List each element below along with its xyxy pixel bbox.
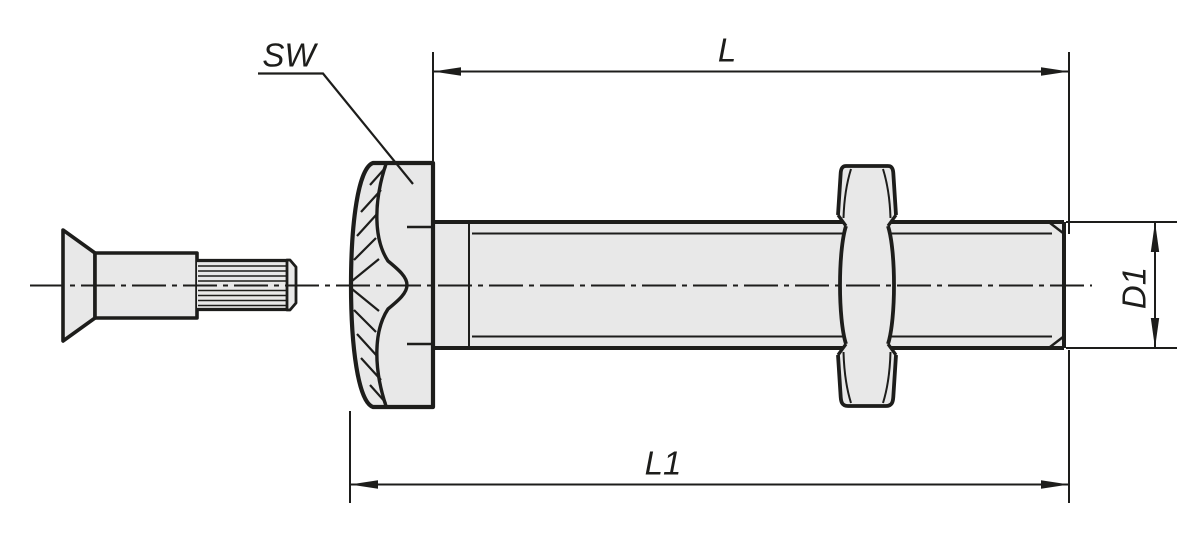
countersunk-pin: [61, 228, 298, 343]
knurl-hatch-line: [369, 384, 387, 404]
knurl-hatch-line: [351, 258, 380, 282]
knurl-hatch-line: [360, 357, 382, 381]
end-chamfer-top: [1049, 222, 1064, 234]
arrowhead-top: [1150, 222, 1160, 252]
dimension-D1: D1: [1066, 221, 1177, 349]
knurl-hatch-line: [353, 309, 377, 333]
nut-chamfer-arc: [882, 351, 892, 404]
leader-line-SW: [258, 72, 414, 185]
nut-barrel-left-edge: [838, 225, 848, 345]
arrowhead-right: [1041, 480, 1069, 489]
nut-notch: [836, 343, 848, 356]
knob-knurl-hatch: [351, 166, 387, 404]
nut-chamfer-arc: [882, 168, 892, 219]
nut-barrel-right-edge: [886, 225, 896, 345]
knurl-hatch-line: [353, 237, 377, 261]
nut-chamfer-arc: [842, 351, 852, 404]
dimension-label-L: L: [718, 32, 736, 69]
dimension-label-L1: L1: [645, 445, 682, 482]
knurl-hatch-line: [356, 213, 378, 237]
knurl-hatch-line: [360, 189, 382, 213]
knurl-hatch-line: [351, 288, 380, 312]
dimension-SW: SW: [258, 37, 414, 185]
dimension-L1: L1: [349, 350, 1070, 503]
nut-chamfer-arcs: [842, 168, 892, 404]
nut-notch: [886, 214, 898, 227]
knurl-hatch-line: [369, 166, 387, 186]
arrowhead-bottom: [1150, 318, 1160, 348]
arrowhead-right: [1041, 67, 1069, 76]
stem-knurl-lines: [198, 265, 286, 307]
dimension-label-SW: SW: [262, 37, 318, 74]
nut-chamfer-arc: [842, 168, 852, 219]
nut-notch: [886, 343, 898, 356]
nut-bottom-cap-outline: [836, 354, 898, 408]
nut-notches: [836, 214, 898, 356]
nut-notch: [836, 214, 848, 227]
nut-top-cap-outline: [836, 164, 898, 216]
arrowhead-left: [350, 480, 378, 489]
dimension-L: L: [432, 32, 1070, 234]
dimension-label-D1: D1: [1116, 267, 1153, 309]
arrowhead-left: [433, 67, 461, 76]
knurl-hatch-line: [356, 333, 378, 357]
end-chamfer-bottom: [1049, 336, 1064, 348]
